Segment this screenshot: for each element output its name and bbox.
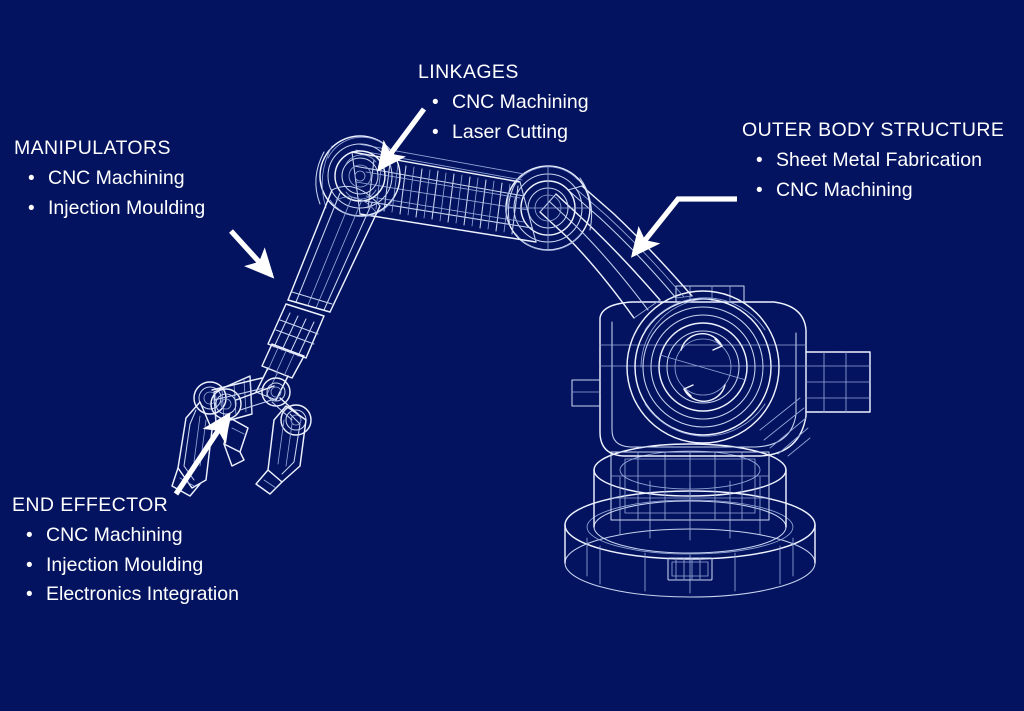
base-detail-block [667,557,713,581]
gripper-left-finger [171,401,213,497]
gripper-right-pivot [261,377,291,407]
wrist-joint-ring [315,135,401,217]
rotation-arrow-motif [659,333,747,402]
gripper-right-lower-pivot [280,404,312,436]
list-item-label: Electronics Integration [46,583,239,606]
elbow-joint-ring [505,165,593,251]
callout-manipulators-list: • CNC Machining • Injection Moulding [14,164,205,223]
tool-mount-collar [255,303,325,401]
list-item-label: CNC Machining [46,524,183,547]
list-item-label: CNC Machining [48,167,185,190]
list-item: • CNC Machining [752,176,1004,206]
list-item: • CNC Machining [428,88,589,118]
list-item: • Injection Moulding [24,194,205,224]
forearm-cable-track [351,143,537,243]
list-item-label: Laser Cutting [452,120,568,143]
bullet-icon: • [432,121,439,143]
list-item-label: Injection Moulding [46,553,204,576]
callout-linkages-title: LINKAGES [418,61,519,83]
callout-linkages: LINKAGES • CNC Machining • Laser Cutting [418,60,589,147]
callout-end-effector-list: • CNC Machining • Injection Moulding • E… [12,521,239,610]
callout-manipulators-title: MANIPULATORS [14,137,171,159]
wrist-tube-link [287,185,381,313]
end-effector-arrow [173,411,231,496]
bullet-icon: • [432,92,439,114]
bullet-icon: • [26,584,33,606]
bullet-icon: • [28,197,35,219]
base-cylinder [593,443,787,554]
callout-outer-body-structure-title: OUTER BODY STRUCTURE [742,119,1005,141]
list-item: • CNC Machining [24,164,205,194]
bullet-icon: • [26,525,33,547]
gripper-left-pivot [193,381,227,415]
bullet-icon: • [26,554,33,576]
outer-body-arrow [630,196,737,258]
gripper-center-jaw [223,417,249,467]
callout-outer-body-structure-list: • Sheet Metal Fabrication • CNC Machinin… [742,146,1004,205]
list-item-label: CNC Machining [452,91,589,114]
manipulators-arrow [229,229,275,279]
list-item-label: Sheet Metal Fabrication [776,149,982,172]
list-item-label: CNC Machining [776,178,913,201]
callout-manipulators: MANIPULATORS • CNC Machining • Injection… [14,136,205,223]
upper-arm-link [539,185,693,319]
cable-track-ribs [365,159,525,235]
list-item: • Laser Cutting [428,118,589,148]
list-item: • Electronics Integration [22,580,239,610]
base-inner-frame [610,451,770,521]
gripper-center-pivot [210,388,242,420]
callout-linkages-list: • CNC Machining • Laser Cutting [418,88,589,147]
bullet-icon: • [756,150,763,172]
callout-end-effector: END EFFECTOR • CNC Machining • Injection… [12,493,239,610]
two-finger-gripper [171,375,312,497]
list-item: • Sheet Metal Fabrication [752,146,1004,176]
list-item: • Injection Moulding [22,551,239,581]
list-item: • CNC Machining [22,521,239,551]
shoulder-housing [571,285,871,457]
shoulder-rotation-ring [626,290,780,444]
list-item-label: Injection Moulding [48,196,206,219]
base-flange-disc [564,490,816,598]
bullet-icon: • [28,168,35,190]
callout-outer-body-structure: OUTER BODY STRUCTURE • Sheet Metal Fabri… [742,118,1004,205]
callout-end-effector-title: END EFFECTOR [12,494,169,516]
bullet-icon: • [756,179,763,201]
gripper-right-finger [255,405,307,495]
